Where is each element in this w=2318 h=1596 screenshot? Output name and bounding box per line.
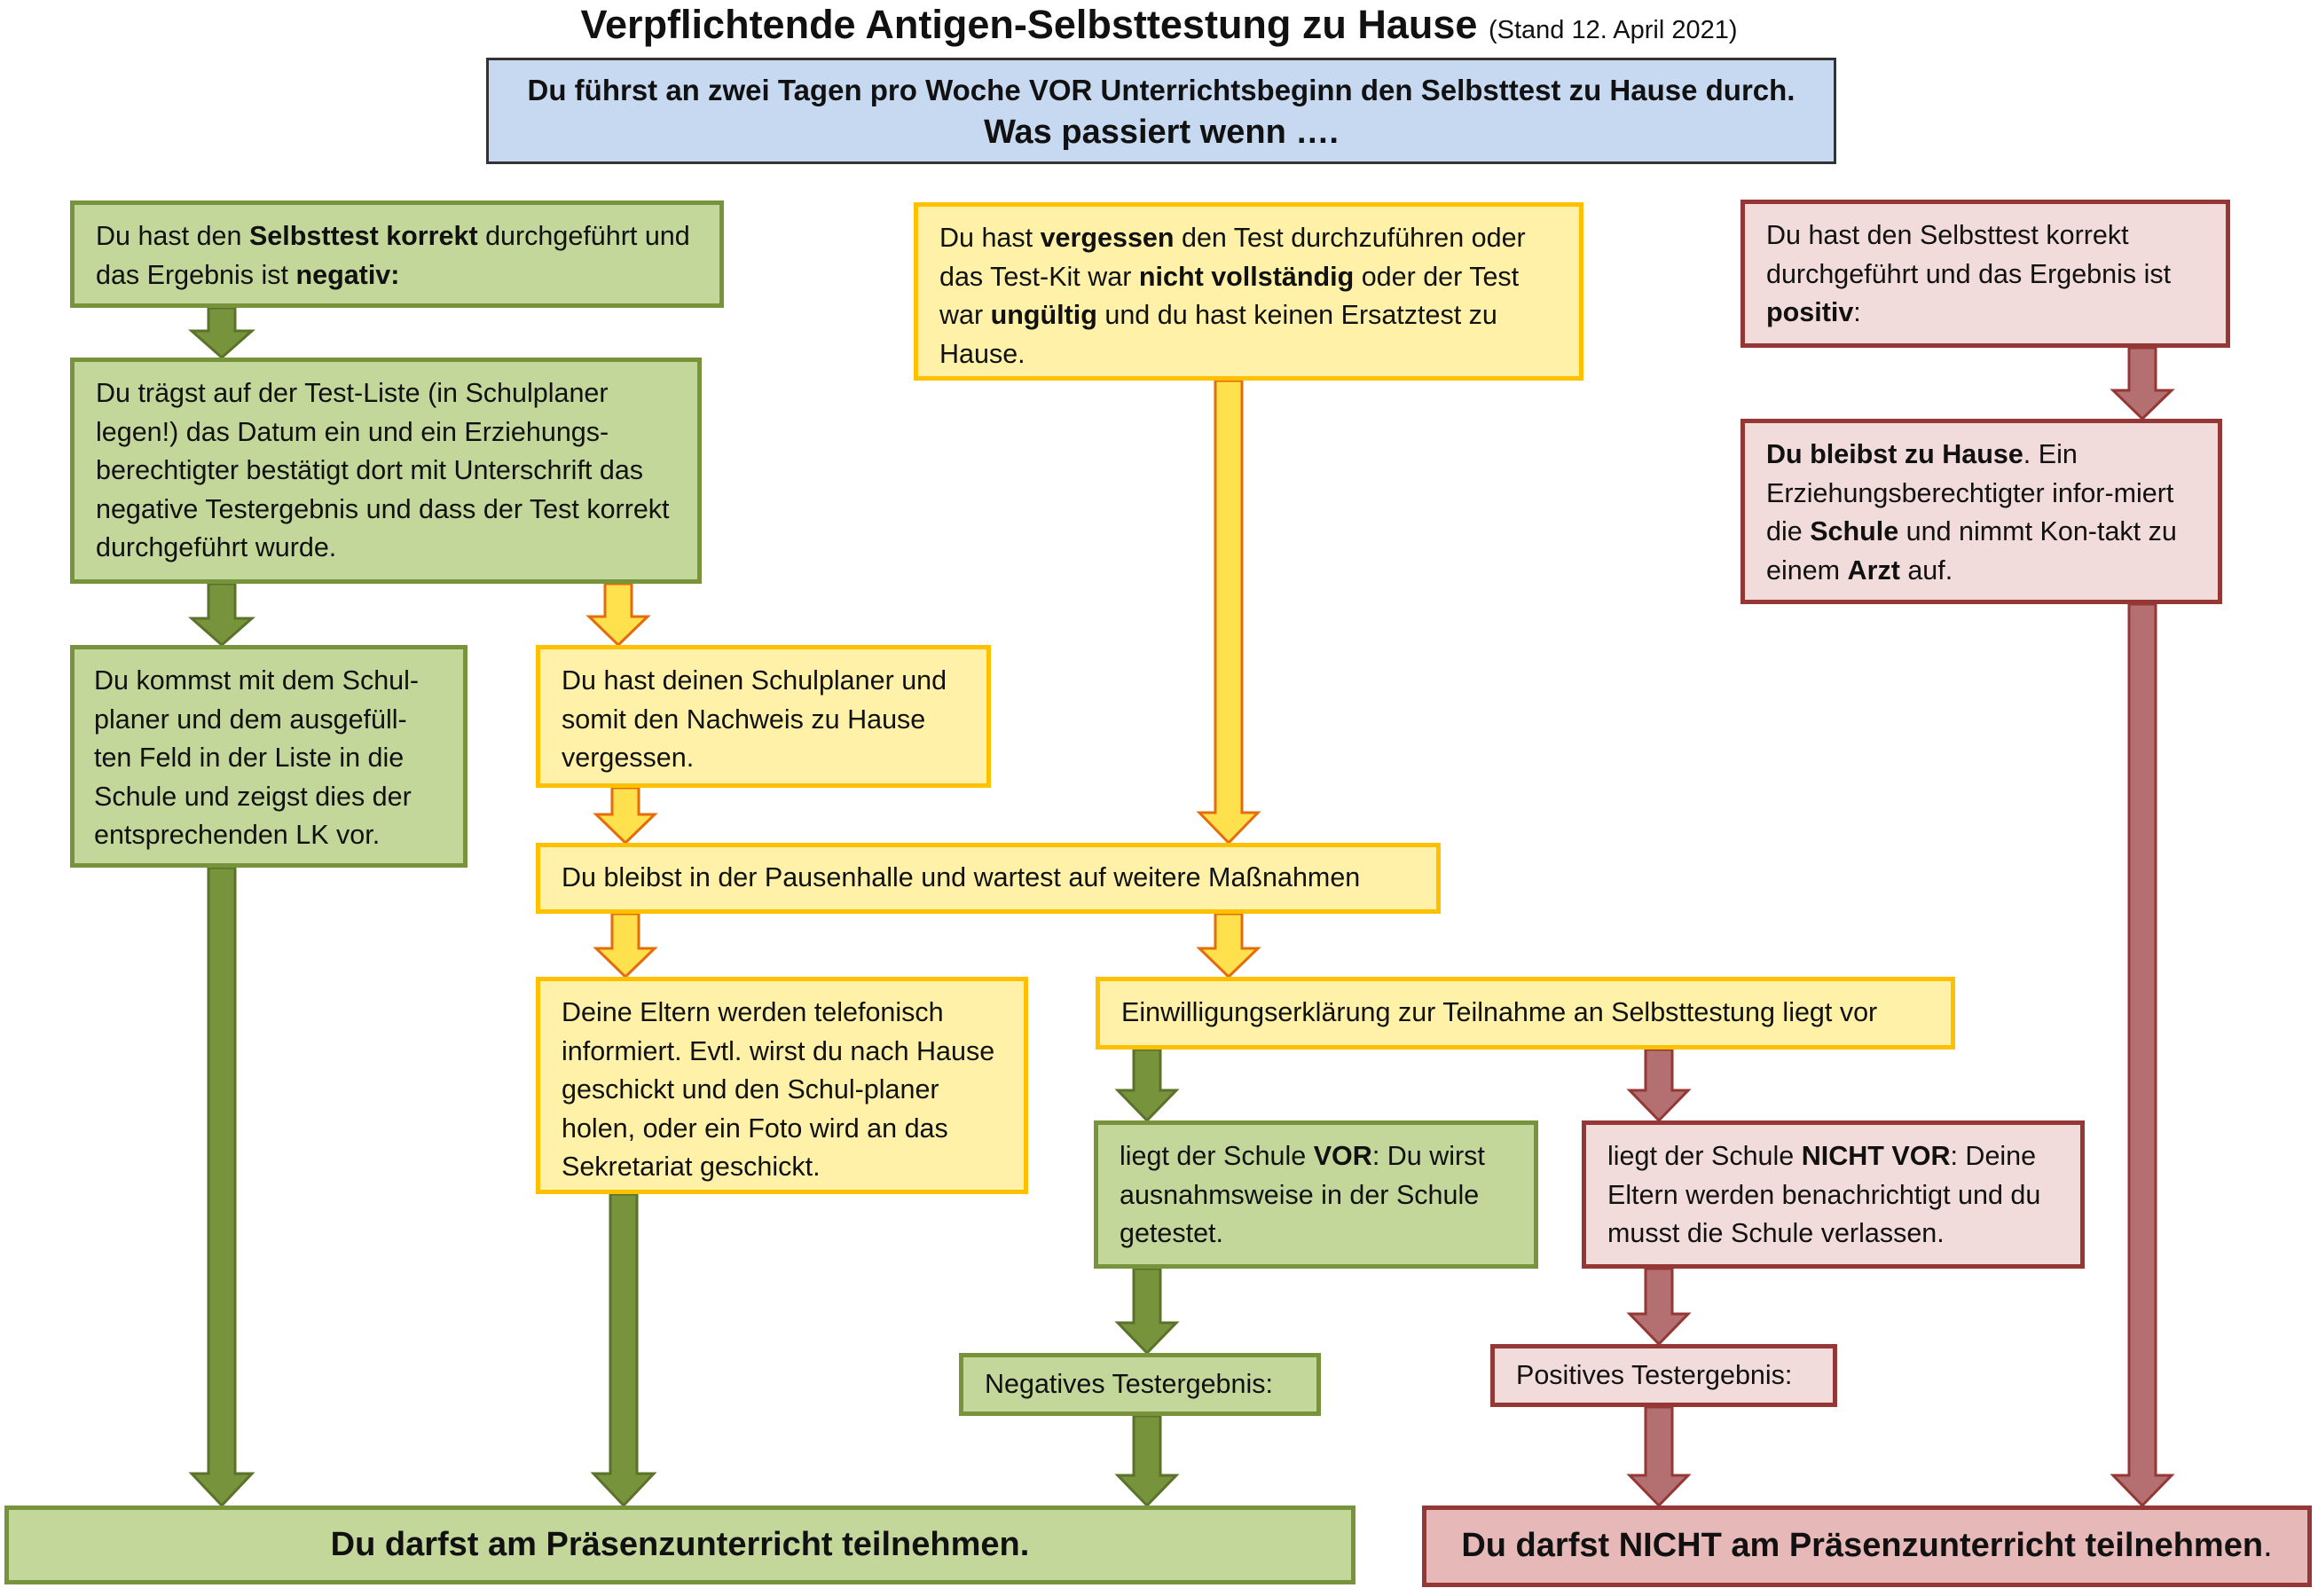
arrow-pausenhalle-to-parents — [593, 912, 658, 979]
text: Du trägst auf der Test-Liste (in Schulpl… — [96, 378, 670, 562]
arrow-missing-to-positive — [1626, 1267, 1692, 1347]
text: und du hast keinen Ersatztest zu Hause. — [939, 300, 1497, 369]
text: Du darfst NICHT am Präsenzunterricht tei… — [1461, 1527, 2264, 1565]
arrow-planner-to-pausenhalle — [593, 786, 658, 845]
text: und nimmt Kon-takt zu einem — [1766, 516, 2177, 586]
box-pausenhalle: Du bleibst in der Pausenhalle und wartes… — [536, 843, 1441, 914]
text: Einwilligungserklärung zur Teilnahme an … — [1121, 997, 1878, 1028]
box-stay-home: Du bleibst zu Hause. Ein Erziehungsberec… — [1740, 419, 2222, 604]
text-bold: Selbsttest korrekt — [248, 221, 478, 251]
box-positive-result: Du hast den Selbsttest korrekt durchgefü… — [1740, 200, 2230, 348]
final-may-not-attend: Du darfst NICHT am Präsenzunterricht tei… — [1422, 1506, 2312, 1587]
title-stand-date: (Stand 12. April 2021) — [1488, 16, 1738, 44]
text: : Du wirst ausnahmsweise in der Schule g… — [1120, 1141, 1485, 1248]
text-bold: nicht vollständig — [1138, 261, 1355, 292]
box-schulplaner-forgotten: Du hast deinen Schulplaner und somit den… — [536, 645, 991, 788]
page-title: Verpflichtende Antigen-Selbsttestung zu … — [0, 0, 2318, 49]
text: liegt der Schule — [1607, 1141, 1802, 1171]
arrow-list-to-forgot-planner — [585, 582, 651, 648]
intro-line-2: Was passiert wenn …. — [984, 114, 1339, 151]
final-may-attend: Du darfst am Präsenzunterricht teilnehme… — [4, 1506, 1355, 1584]
arrow-negative-to-list — [188, 306, 255, 360]
text: auf. — [1899, 554, 1953, 586]
text: oder der Test war — [939, 261, 1520, 331]
arrow-home-to-final — [2110, 602, 2175, 1508]
text-bold: negativ: — [295, 259, 400, 290]
text: liegt der Schule — [1120, 1141, 1314, 1171]
text: Positives Testergebnis: — [1516, 1359, 1793, 1390]
text: Du hast deinen Schulplaner und somit den… — [562, 665, 947, 773]
text: Du darfst am Präsenzunterricht teilnehme… — [330, 1525, 1030, 1563]
text-bold: Arzt — [1847, 554, 1900, 586]
text: : Deine Eltern werden benachrichtigt und… — [1607, 1141, 2041, 1248]
arrow-show-to-final — [188, 866, 255, 1508]
arrow-negative-to-final — [1114, 1414, 1180, 1508]
box-test-list: Du trägst auf der Test-Liste (in Schulpl… — [70, 358, 702, 584]
text: Du hast den Selbsttest korrekt durchgefü… — [1766, 220, 2172, 289]
box-consent: Einwilligungserklärung zur Teilnahme an … — [1096, 977, 1955, 1050]
text: Du hast den — [96, 221, 249, 251]
arrow-pausenhalle-to-consent — [1196, 912, 1261, 979]
text: Du bleibst in der Pausenhalle und wartes… — [562, 862, 1361, 893]
arrow-consent-to-present — [1114, 1048, 1180, 1123]
text: Du kommst mit dem Schul-planer und dem a… — [94, 665, 420, 850]
text: durchgeführt und das Ergebnis ist — [96, 221, 690, 290]
text: : — [1853, 297, 1861, 327]
box-show-teacher: Du kommst mit dem Schul-planer und dem a… — [70, 645, 468, 868]
text-bold: ungültig — [990, 300, 1097, 330]
arrow-forgot-to-pausenhalle — [1196, 379, 1261, 845]
arrow-present-to-negative — [1114, 1267, 1180, 1356]
arrow-positive-to-home — [2110, 346, 2175, 421]
text-bold: vergessen — [1040, 223, 1175, 253]
box-consent-present: liegt der Schule VOR: Du wirst ausnahmsw… — [1094, 1120, 1538, 1269]
arrow-positive-to-final — [1626, 1405, 1692, 1508]
text: Du hast — [939, 223, 1041, 253]
title-main: Verpflichtende Antigen-Selbsttestung zu … — [580, 2, 1478, 47]
text: . — [2263, 1527, 2273, 1565]
arrow-consent-to-missing — [1626, 1048, 1692, 1123]
arrow-parents-to-final — [590, 1192, 657, 1508]
arrow-list-to-show — [188, 582, 255, 648]
text: den Test durchzuführen oder das Test-Kit… — [939, 223, 1526, 292]
text: Deine Eltern werden telefonisch informie… — [562, 997, 995, 1182]
box-negative-result: Du hast den Selbsttest korrekt durchgefü… — [70, 200, 724, 308]
text-bold: Du bleibst zu Hause — [1766, 439, 2023, 469]
intro-line-1: Du führst an zwei Tagen pro Woche VOR Un… — [527, 74, 1795, 106]
box-negative-test-result: Negatives Testergebnis: — [959, 1353, 1321, 1416]
text-bold: positiv — [1766, 297, 1854, 327]
box-consent-missing: liegt der Schule NICHT VOR: Deine Eltern… — [1582, 1120, 2085, 1269]
text-bold: Schule — [1810, 516, 1899, 546]
text-bold: NICHT VOR — [1801, 1141, 1951, 1171]
box-parents-phone: Deine Eltern werden telefonisch informie… — [536, 977, 1028, 1194]
box-positive-test-result: Positives Testergebnis: — [1490, 1344, 1837, 1407]
box-test-forgotten: Du hast vergessen den Test durchzuführen… — [914, 202, 1583, 381]
text: . Ein Erziehungsberechtigter infor-miert… — [1766, 439, 2174, 546]
intro-header: Du führst an zwei Tagen pro Woche VOR Un… — [486, 58, 1836, 164]
text-bold: VOR — [1313, 1141, 1372, 1171]
text: Negatives Testergebnis: — [985, 1368, 1273, 1399]
